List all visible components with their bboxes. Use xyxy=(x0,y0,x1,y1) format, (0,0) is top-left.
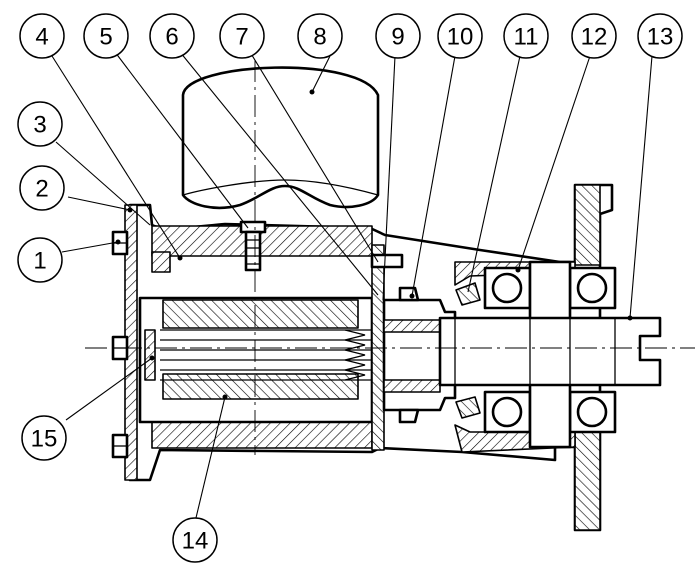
callout-9: 9 xyxy=(375,13,421,59)
callout-12: 12 xyxy=(571,13,617,59)
callout-2: 2 xyxy=(19,165,65,211)
seal-assembly xyxy=(370,244,481,451)
callout-8-label: 8 xyxy=(313,24,326,51)
callout-7-label: 7 xyxy=(235,24,248,51)
callout-3-label: 3 xyxy=(33,112,46,139)
callout-8: 8 xyxy=(297,13,343,59)
shaft xyxy=(438,316,662,387)
leader-lines xyxy=(51,51,653,523)
callout-10: 10 xyxy=(437,13,483,59)
callout-14-label: 14 xyxy=(182,528,209,555)
callout-7: 7 xyxy=(219,13,265,59)
callout-14: 14 xyxy=(172,517,218,563)
callout-12-label: 12 xyxy=(581,24,608,51)
callout-3: 3 xyxy=(17,101,63,147)
callout-11: 11 xyxy=(503,13,549,59)
callout-4: 4 xyxy=(19,13,65,59)
callout-1: 1 xyxy=(17,237,63,283)
cam-screw xyxy=(239,220,267,272)
callout-15-label: 15 xyxy=(31,426,58,453)
callout-13-label: 13 xyxy=(647,24,674,51)
callout-9-label: 9 xyxy=(391,24,404,51)
callout-6: 6 xyxy=(149,13,195,59)
callout-5: 5 xyxy=(83,13,129,59)
callout-6-label: 6 xyxy=(165,24,178,51)
callout-5-label: 5 xyxy=(99,24,112,51)
callout-13: 13 xyxy=(637,13,683,59)
callout-11-label: 11 xyxy=(514,24,539,51)
callout-15: 15 xyxy=(21,415,67,461)
end-cover xyxy=(111,204,138,481)
callout-2-label: 2 xyxy=(35,176,48,203)
impeller-splines xyxy=(160,329,372,381)
callout-1-label: 1 xyxy=(33,248,46,275)
callout-4-label: 4 xyxy=(35,24,48,51)
drive-housing-top xyxy=(181,66,380,210)
callout-10-label: 10 xyxy=(447,24,474,51)
impeller xyxy=(138,296,374,424)
